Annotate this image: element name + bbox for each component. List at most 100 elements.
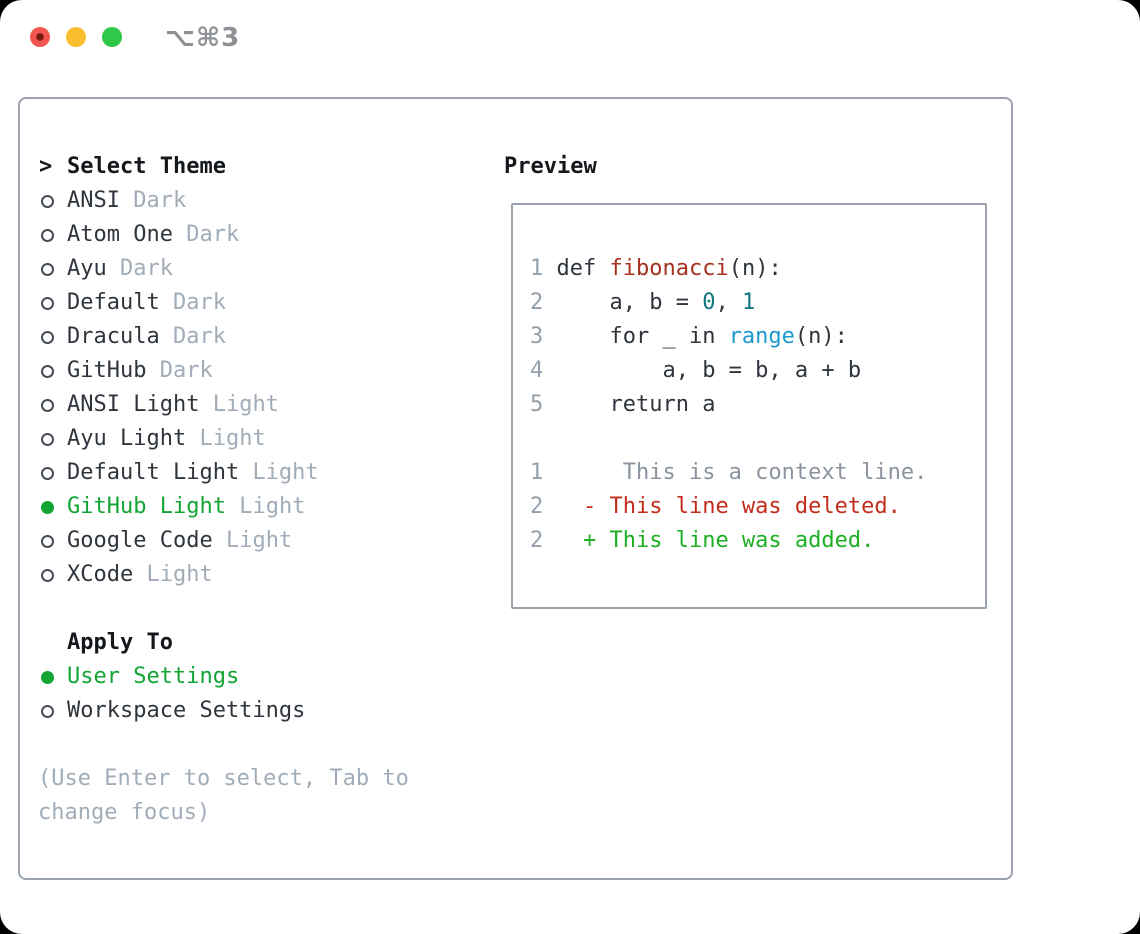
name-variant-gap — [160, 286, 173, 320]
radio-icon — [41, 568, 54, 582]
select-theme-title: Select Theme — [67, 154, 226, 179]
name-variant-gap — [186, 422, 199, 456]
theme-option[interactable]: Dracula Dark — [38, 320, 488, 354]
theme-name: Default Light — [67, 460, 240, 485]
radio-icon — [41, 500, 54, 514]
line-number: 3 — [530, 324, 557, 349]
code-token: for _ in — [556, 324, 729, 349]
preview-title: Preview — [504, 154, 597, 179]
radio-slot — [38, 398, 67, 412]
theme-option[interactable]: Ayu Dark — [38, 252, 488, 286]
radio-icon — [41, 466, 54, 480]
theme-name: GitHub — [67, 358, 147, 383]
radio-slot — [38, 228, 67, 242]
name-variant-gap — [107, 252, 120, 286]
name-variant-gap — [146, 354, 159, 388]
code-token: fibonacci — [609, 256, 729, 281]
code-line: 2 + This line was added. — [530, 524, 927, 558]
radio-slot — [38, 330, 67, 344]
theme-name: Atom One — [67, 222, 173, 247]
theme-selector-panel: > Select Theme ANSI Dark Atom One Dark A… — [18, 97, 1013, 880]
theme-name: GitHub Light — [67, 494, 226, 519]
name-variant-gap — [239, 456, 252, 490]
apply-to-option[interactable]: Workspace Settings — [38, 694, 488, 728]
name-variant-gap — [213, 524, 226, 558]
theme-variant: Dark — [186, 222, 240, 247]
theme-option[interactable]: XCode Light — [38, 558, 488, 592]
name-variant-gap — [173, 218, 186, 252]
code-line: 2 a, b = 0, 1 — [530, 286, 927, 320]
code-token: 1 — [741, 290, 756, 315]
radio-slot — [38, 704, 67, 718]
radio-slot — [38, 432, 67, 446]
theme-variant: Light — [239, 494, 306, 519]
theme-panel-left-column: > Select Theme ANSI Dark Atom One Dark A… — [38, 150, 488, 830]
line-number: 2 — [530, 494, 557, 519]
radio-slot — [38, 466, 67, 480]
code-token: + This line was added. — [556, 528, 875, 553]
name-variant-gap — [226, 490, 239, 524]
code-line — [530, 422, 927, 456]
minimize-button[interactable] — [66, 27, 86, 47]
line-number: 4 — [530, 358, 557, 383]
theme-variant: Light — [212, 392, 279, 417]
theme-name: Default — [67, 290, 160, 315]
keyboard-hint-line-2: change focus) — [38, 800, 211, 825]
theme-variant: Light — [199, 426, 266, 451]
prompt-icon: > — [39, 154, 53, 179]
radio-slot — [38, 568, 67, 582]
code-line: 1 This is a context line. — [530, 456, 927, 490]
theme-option[interactable]: ANSI Light Light — [38, 388, 488, 422]
code-token: 0 — [702, 290, 716, 315]
radio-slot — [38, 500, 67, 514]
theme-option[interactable]: GitHub Dark — [38, 354, 488, 388]
radio-icon — [41, 364, 54, 378]
radio-icon — [41, 534, 54, 548]
spacer — [38, 592, 488, 626]
code-line: 1 def fibonacci(n): — [530, 252, 927, 286]
theme-option[interactable]: Default Light Light — [38, 456, 488, 490]
apply-to-title: Apply To — [67, 630, 173, 655]
apply-to-option[interactable]: User Settings — [38, 660, 488, 694]
close-button[interactable] — [30, 27, 50, 47]
radio-slot — [38, 296, 67, 310]
radio-icon — [41, 296, 54, 310]
radio-icon — [41, 704, 54, 718]
theme-variant: Light — [146, 562, 213, 587]
line-number: 2 — [530, 290, 557, 315]
radio-icon — [41, 432, 54, 446]
apply-to-label: Workspace Settings — [67, 698, 306, 723]
radio-slot — [38, 262, 67, 276]
line-number: 2 — [530, 528, 557, 553]
radio-icon — [41, 398, 54, 412]
radio-slot — [38, 534, 67, 548]
code-token: a, b = — [556, 290, 703, 315]
radio-icon — [41, 194, 54, 208]
theme-option[interactable]: GitHub Light Light — [38, 490, 488, 524]
theme-option[interactable]: Google Code Light — [38, 524, 488, 558]
theme-name: Dracula — [67, 324, 160, 349]
zoom-button[interactable] — [102, 27, 122, 47]
theme-variant: Light — [252, 460, 319, 485]
theme-variant: Dark — [172, 290, 226, 315]
apply-to-header-row: Apply To — [38, 626, 488, 660]
code-line: 3 for _ in range(n): — [530, 320, 927, 354]
theme-name: ANSI Light — [67, 392, 200, 417]
prompt-slot: > — [38, 150, 67, 184]
select-theme-header-row: > Select Theme — [38, 150, 488, 184]
theme-list: ANSI Dark Atom One Dark Ayu Dark Default… — [38, 184, 488, 592]
theme-name: Ayu Light — [67, 426, 187, 451]
radio-icon — [41, 262, 54, 276]
code-token: range — [728, 324, 795, 349]
name-variant-gap — [120, 184, 133, 218]
theme-option[interactable]: Ayu Light Light — [38, 422, 488, 456]
theme-option[interactable]: ANSI Dark — [38, 184, 488, 218]
theme-option[interactable]: Atom One Dark — [38, 218, 488, 252]
radio-icon — [41, 228, 54, 242]
theme-name: ANSI — [67, 188, 120, 213]
theme-option[interactable]: Default Dark — [38, 286, 488, 320]
theme-variant: Light — [225, 528, 293, 553]
code-token: a, b = b, a + b — [556, 358, 862, 383]
